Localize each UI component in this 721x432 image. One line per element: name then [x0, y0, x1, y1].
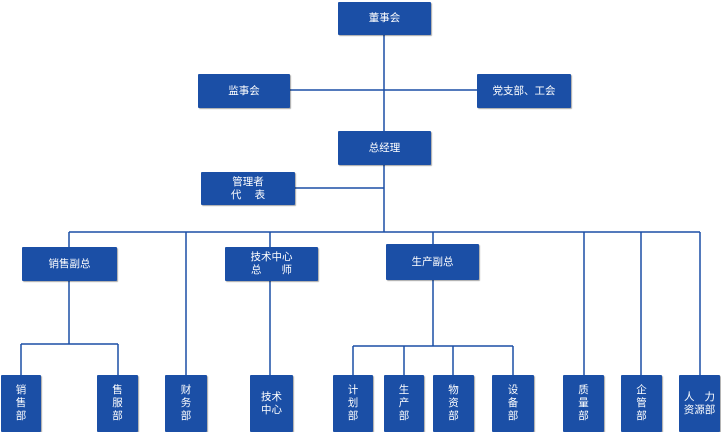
node-party-union[interactable]: 党支部、工会	[477, 74, 571, 108]
node-after-sales-dept[interactable]: 售 服 部	[97, 375, 138, 432]
node-quality-dept[interactable]: 质 量 部	[563, 375, 604, 432]
node-supervisory-board[interactable]: 监事会	[198, 74, 290, 108]
node-equipment-dept[interactable]: 设 备 部	[492, 375, 534, 432]
node-board[interactable]: 董事会	[338, 2, 431, 35]
node-sales-vp[interactable]: 销售副总	[22, 247, 117, 281]
node-finance-dept[interactable]: 财 务 部	[165, 375, 207, 432]
node-production-dept[interactable]: 生 产 部	[384, 375, 424, 432]
node-tech-center-chief[interactable]: 技术中心 总 师	[225, 247, 318, 281]
node-enterprise-mgmt-dept[interactable]: 企 管 部	[621, 375, 662, 432]
node-sales-dept[interactable]: 销 售 部	[1, 375, 41, 432]
node-management-rep[interactable]: 管理者 代 表	[201, 172, 295, 205]
node-general-manager[interactable]: 总经理	[338, 131, 431, 165]
node-production-vp[interactable]: 生产副总	[386, 244, 479, 280]
node-hr-dept[interactable]: 人 力 资源部	[679, 375, 720, 432]
node-planning-dept[interactable]: 计 划 部	[333, 375, 373, 432]
node-materials-dept[interactable]: 物 资 部	[433, 375, 474, 432]
node-tech-center[interactable]: 技术 中心	[250, 375, 293, 432]
